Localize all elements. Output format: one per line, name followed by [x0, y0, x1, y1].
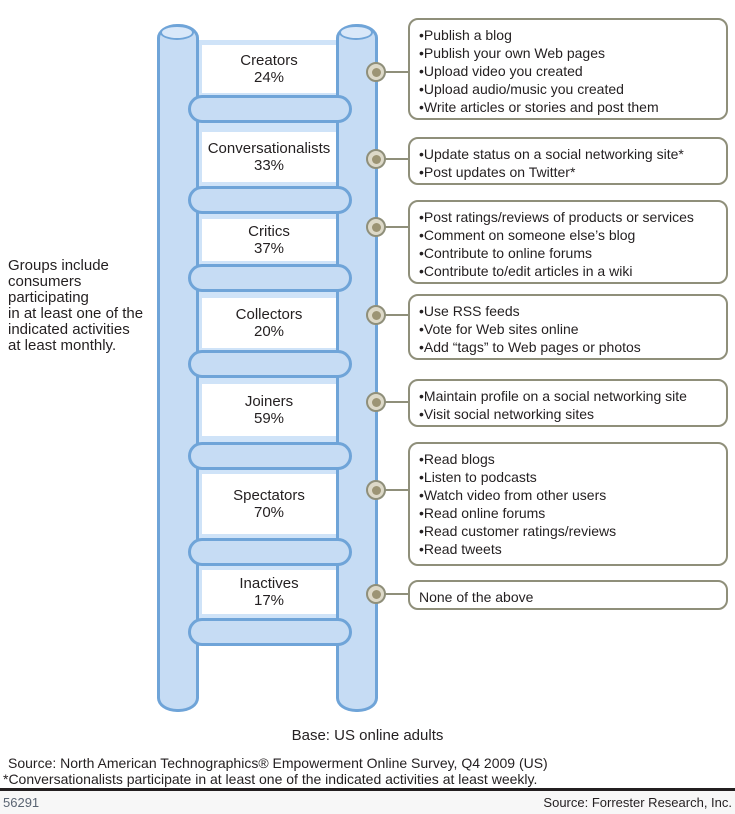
group-name: Spectators — [233, 487, 305, 504]
connector-line — [376, 71, 408, 73]
connector-dot-center — [371, 67, 381, 77]
ladder-group-critics: Critics 37% — [202, 219, 336, 261]
activity-item: None of the above — [419, 589, 534, 605]
activity-item: Update status on a social networking sit… — [419, 145, 717, 163]
groups-note: Groups include consumers participating i… — [8, 257, 144, 354]
activity-item: Upload video you created — [419, 62, 717, 80]
ladder-rung — [188, 618, 352, 646]
group-percent: 70% — [253, 504, 285, 521]
callout-joiners: Maintain profile on a social networking … — [408, 379, 728, 427]
connector-dot-center — [371, 222, 381, 232]
activity-item: Publish a blog — [419, 26, 717, 44]
callout-creators: Publish a blog Publish your own Web page… — [408, 18, 728, 120]
connector-dot-center — [371, 310, 381, 320]
ladder-rung — [188, 350, 352, 378]
activity-item: Visit social networking sites — [419, 405, 717, 423]
callout-critics: Post ratings/reviews of products or serv… — [408, 200, 728, 284]
footer-divider — [0, 788, 735, 791]
activity-item: Use RSS feeds — [419, 302, 717, 320]
activity-item: Read customer ratings/reviews — [419, 522, 717, 540]
activity-item: Read blogs — [419, 450, 717, 468]
group-percent: 37% — [253, 240, 285, 257]
ladder-rung — [188, 186, 352, 214]
connector-dot-icon — [366, 584, 386, 604]
group-name: Conversationalists — [207, 140, 331, 157]
group-percent: 33% — [253, 157, 285, 174]
group-name: Critics — [248, 223, 290, 240]
connector-dot-center — [371, 485, 381, 495]
activity-item: Contribute to online forums — [419, 244, 717, 262]
connector-dot-icon — [366, 62, 386, 82]
ladder-group-spectators: Spectators 70% — [202, 474, 336, 534]
group-percent: 17% — [253, 592, 285, 609]
activity-item: Comment on someone else’s blog — [419, 226, 717, 244]
group-name: Joiners — [244, 393, 294, 410]
activity-item: Read tweets — [419, 540, 717, 558]
ladder-rung — [188, 95, 352, 123]
connector-line — [376, 593, 408, 595]
activity-item: Watch video from other users — [419, 486, 717, 504]
connector-dot-icon — [366, 392, 386, 412]
ladder-rung — [188, 442, 352, 470]
activity-item: Listen to podcasts — [419, 468, 717, 486]
connector-dot-icon — [366, 305, 386, 325]
activity-item: Publish your own Web pages — [419, 44, 717, 62]
callout-collectors: Use RSS feeds Vote for Web sites online … — [408, 294, 728, 360]
connector-dot-center — [371, 397, 381, 407]
connector-line — [376, 314, 408, 316]
callout-spectators: Read blogs Listen to podcasts Watch vide… — [408, 442, 728, 566]
group-name: Collectors — [235, 306, 303, 323]
document-number: 56291 — [3, 795, 40, 810]
footer-source: Source: Forrester Research, Inc. — [543, 795, 732, 810]
activity-item: Add “tags” to Web pages or photos — [419, 338, 717, 356]
connector-dot-icon — [366, 149, 386, 169]
activity-item: Write articles or stories and post them — [419, 98, 717, 116]
ladder-group-conversationalists: Conversationalists 33% — [202, 132, 336, 182]
group-percent: 24% — [253, 69, 285, 86]
connector-dot-icon — [366, 480, 386, 500]
group-name: Creators — [240, 52, 298, 69]
connector-line — [376, 401, 408, 403]
ladder-group-collectors: Collectors 20% — [202, 298, 336, 348]
source-line: Source: North American Technographics® E… — [8, 755, 548, 771]
activity-item: Post ratings/reviews of products or serv… — [419, 208, 717, 226]
group-percent: 20% — [253, 323, 285, 340]
group-percent: 59% — [253, 410, 285, 427]
activity-item: Contribute to/edit articles in a wiki — [419, 262, 717, 280]
connector-line — [376, 158, 408, 160]
activity-item: Read online forums — [419, 504, 717, 522]
connector-dot-center — [371, 589, 381, 599]
ladder-group-creators: Creators 24% — [202, 45, 336, 93]
base-note: Base: US online adults — [291, 727, 444, 744]
connector-line — [376, 226, 408, 228]
group-name: Inactives — [239, 575, 299, 592]
ladder-group-inactives: Inactives 17% — [202, 570, 336, 614]
callout-conversationalists: Update status on a social networking sit… — [408, 137, 728, 185]
callout-inactives: None of the above — [408, 580, 728, 610]
activity-item: Post updates on Twitter* — [419, 163, 717, 181]
ladder-rung — [188, 264, 352, 292]
activity-item: Maintain profile on a social networking … — [419, 387, 717, 405]
connector-dot-center — [371, 154, 381, 164]
activity-item: Vote for Web sites online — [419, 320, 717, 338]
footer-bar: 56291 Source: Forrester Research, Inc. — [0, 791, 735, 814]
ladder-group-joiners: Joiners 59% — [202, 384, 336, 436]
ladder-rung — [188, 538, 352, 566]
connector-line — [376, 489, 408, 491]
left-rail-cap — [160, 25, 194, 40]
activity-item: Upload audio/music you created — [419, 80, 717, 98]
connector-dot-icon — [366, 217, 386, 237]
footnote: *Conversationalists participate in at le… — [3, 771, 538, 787]
right-rail-cap — [339, 25, 373, 40]
